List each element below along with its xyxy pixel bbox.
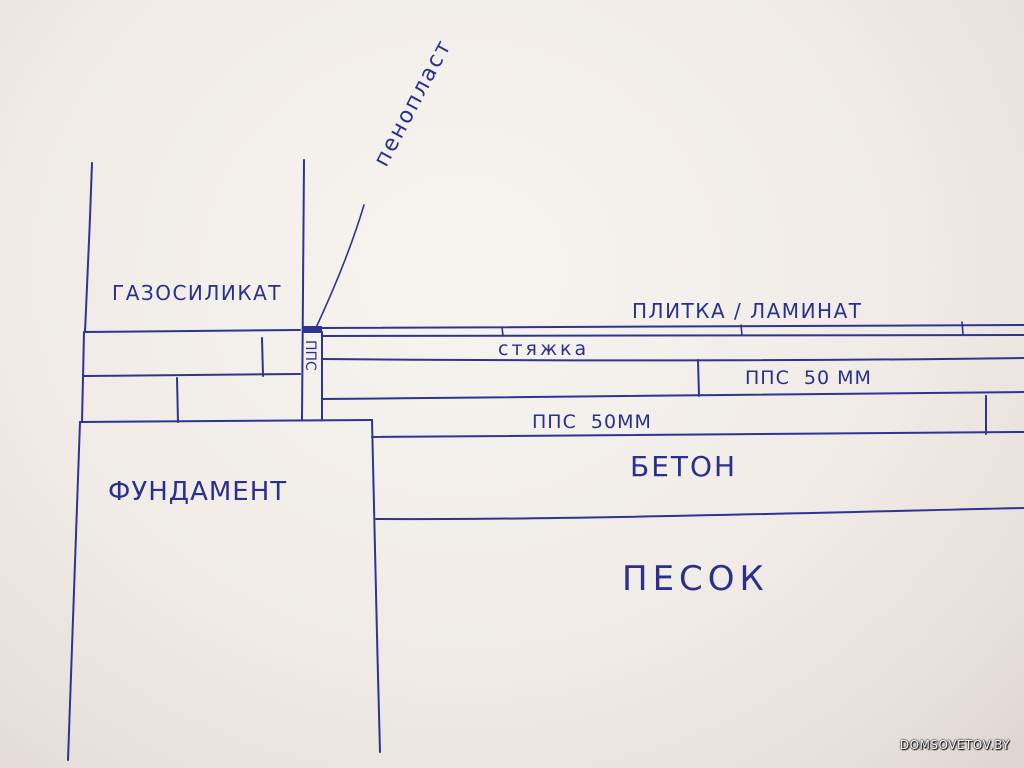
tile-joint-2 [740,324,743,336]
label-eps-upper: ППС 50 ММ [745,367,872,389]
label-aerated-concrete: ГАЗОСИЛИКАТ [112,281,282,305]
foundation-top-line [79,419,373,423]
watermark: DOMSOVETOV.BY [899,738,1010,752]
pointer-line [313,204,365,333]
foam-strip-cap [302,326,322,333]
label-foundation: ФУНДАМЕНТ [108,477,287,507]
label-screed: стяжка [498,338,589,360]
concrete-bottom-line [375,507,1024,521]
label-eps-lower: ППС 50ММ [532,411,652,433]
label-sand: ПЕСОК [622,559,769,599]
tile-layer-top [319,324,1024,329]
block-joint-1 [261,337,264,377]
tile-layer-bottom [321,334,1024,337]
block-course-top [81,331,85,423]
label-concrete: БЕТОН [630,450,737,483]
eps-upper-joint [697,359,700,397]
label-polystyrene-foam: пенопласт [369,35,457,171]
eps-upper-bottom-line [321,391,1024,400]
block-joint-2 [176,377,179,423]
wall-base-line [83,329,301,333]
wall-left-edge [84,162,93,333]
label-foam-strip: ППС [302,340,318,371]
tile-joint-1 [501,326,504,337]
foundation-left-edge [67,421,81,761]
tile-joint-3 [961,321,964,335]
block-course-mid-line [83,373,301,377]
wall-right-edge [301,159,305,421]
screed-bottom-line [321,357,1024,362]
foundation-right-edge [371,419,381,753]
label-tile-laminate: ПЛИТКА / ЛАМИНАТ [632,299,862,323]
eps-lower-bottom-line [371,431,1024,438]
